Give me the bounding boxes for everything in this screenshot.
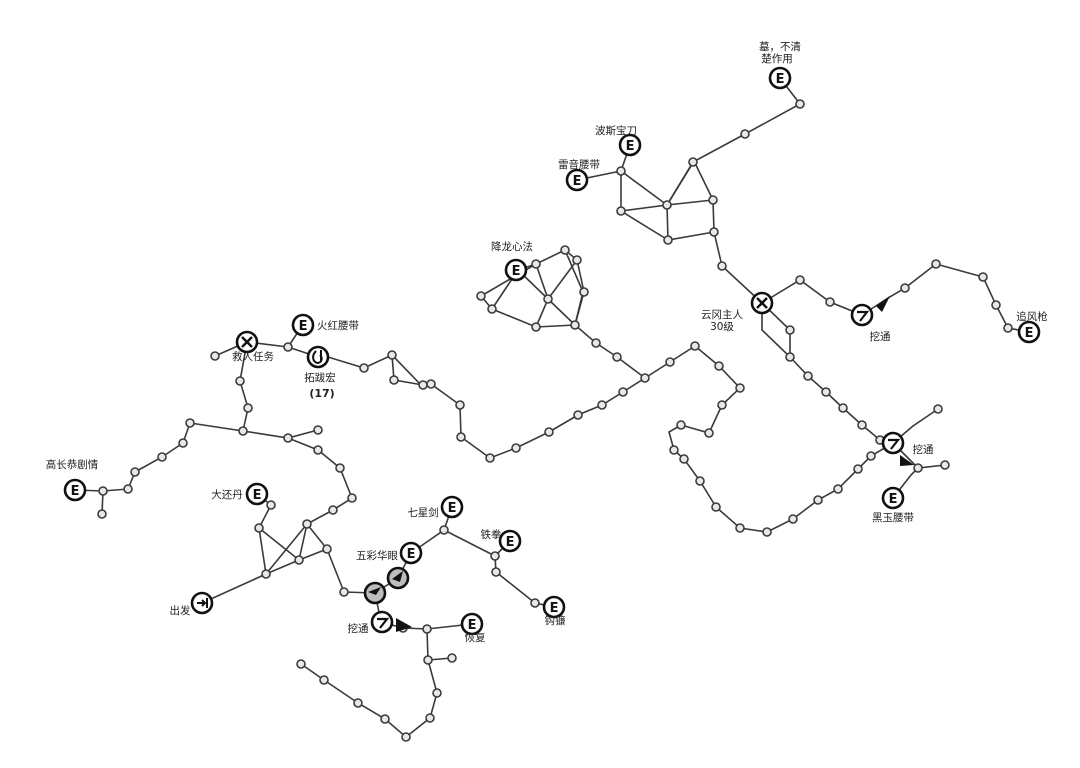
label-yungang-master-2: 30级 [710, 321, 734, 333]
label-da-huan-dan: 大还丹 [211, 488, 243, 501]
pickaxe-icon [377, 617, 390, 629]
equipment-marker-wucai-eye[interactable]: E [399, 541, 423, 565]
svg-text:E: E [407, 547, 416, 562]
equipment-marker-iron-fist[interactable]: E [498, 529, 522, 553]
label-tomb-1: 墓，不清 [759, 40, 801, 53]
battle-marker-yungang-master[interactable] [750, 291, 774, 315]
label-gao-changgong: 高长恭剧情 [46, 458, 99, 471]
trap-marker-1[interactable] [363, 581, 387, 605]
svg-text:E: E [550, 601, 559, 616]
equipment-marker-recover[interactable]: E [460, 612, 484, 636]
label-start: 出发 [170, 604, 191, 617]
svg-text:E: E [1025, 326, 1034, 341]
svg-text:E: E [776, 72, 785, 87]
crossed-swords-icon [756, 297, 768, 309]
route-nodes [97, 99, 1013, 742]
dig-marker-south[interactable] [370, 610, 394, 634]
equipment-marker-chase-spear[interactable]: E [1017, 320, 1041, 344]
equipment-marker-persian-blade[interactable]: E [618, 133, 642, 157]
equipment-marker-hook-sickle[interactable]: E [542, 595, 566, 619]
label-qixing-sword: 七星剑 [407, 506, 439, 519]
dig-marker-east[interactable] [850, 303, 874, 327]
exit-door-icon [197, 598, 208, 608]
svg-text:E: E [253, 488, 262, 503]
label-iron-fist: 铁拳 [481, 528, 502, 541]
equipment-marker-fire-belt[interactable]: E [291, 313, 315, 337]
label-tuoba-hong: 拓跋宏 [304, 371, 336, 384]
equipment-marker-thunder-belt[interactable]: E [565, 168, 589, 192]
npc-marker-tuoba-hong[interactable] [306, 345, 330, 369]
crossed-swords-icon [241, 336, 253, 348]
equipment-marker-da-huan-dan[interactable]: E [245, 482, 269, 506]
label-hook-sickle: 钩镰 [545, 614, 566, 627]
label-chase-spear: 追风枪 [1016, 310, 1048, 323]
trap-marker-2[interactable] [386, 566, 410, 590]
svg-text:E: E [299, 319, 308, 334]
label-tuoba-hong-level: (17) [309, 387, 334, 400]
svg-text:E: E [448, 501, 457, 516]
equipment-marker-gao-changgong[interactable]: E [63, 478, 87, 502]
equipment-marker-tomb[interactable]: E [768, 66, 792, 90]
svg-text:E: E [573, 174, 582, 189]
svg-text:E: E [468, 618, 477, 633]
label-recover: 恢复 [465, 631, 486, 644]
map-labels: 墓，不清 楚作用 波斯宝刀 雷音腰带 降龙心法 云冈主人 30级 挖通 追风枪 … [46, 40, 1048, 644]
arrow-icon [876, 296, 890, 312]
start-marker[interactable] [190, 591, 214, 615]
tuoba-hong-icon [312, 350, 323, 365]
pickaxe-icon [857, 310, 870, 322]
svg-text:E: E [889, 492, 898, 507]
label-dig-southeast: 挖通 [913, 443, 934, 456]
equipment-marker-black-jade-belt[interactable]: E [881, 486, 905, 510]
equipment-marker-dragon-method[interactable]: E [504, 258, 528, 282]
label-fire-belt: 火红腰带 [317, 319, 359, 332]
equipment-marker-qixing-sword[interactable]: E [440, 495, 464, 519]
battle-marker-rescue-quest[interactable] [235, 330, 259, 354]
arrow-icon [900, 455, 914, 466]
svg-text:E: E [506, 535, 515, 550]
svg-text:E: E [512, 264, 521, 279]
label-dragon-method: 降龙心法 [491, 240, 533, 253]
label-tomb-2: 楚作用 [761, 52, 793, 65]
label-wucai-eye: 五彩华眼 [356, 549, 398, 562]
label-persian-blade: 波斯宝刀 [595, 124, 637, 137]
label-yungang-master-1: 云冈主人 [701, 309, 743, 321]
label-rescue-quest: 救人任务 [232, 350, 274, 363]
trap-icon [368, 587, 381, 595]
route-edges [74, 77, 1030, 739]
label-black-jade-belt: 黑玉腰带 [872, 512, 914, 524]
trap-icon [392, 571, 403, 582]
svg-text:E: E [71, 484, 80, 499]
label-dig-south: 挖通 [348, 622, 369, 635]
arrow-icon [396, 618, 412, 632]
pickaxe-icon [888, 438, 901, 450]
dig-marker-southeast[interactable] [881, 431, 905, 455]
label-dig-east: 挖通 [870, 330, 891, 343]
label-thunder-belt: 雷音腰带 [558, 158, 600, 171]
svg-text:E: E [626, 139, 635, 154]
